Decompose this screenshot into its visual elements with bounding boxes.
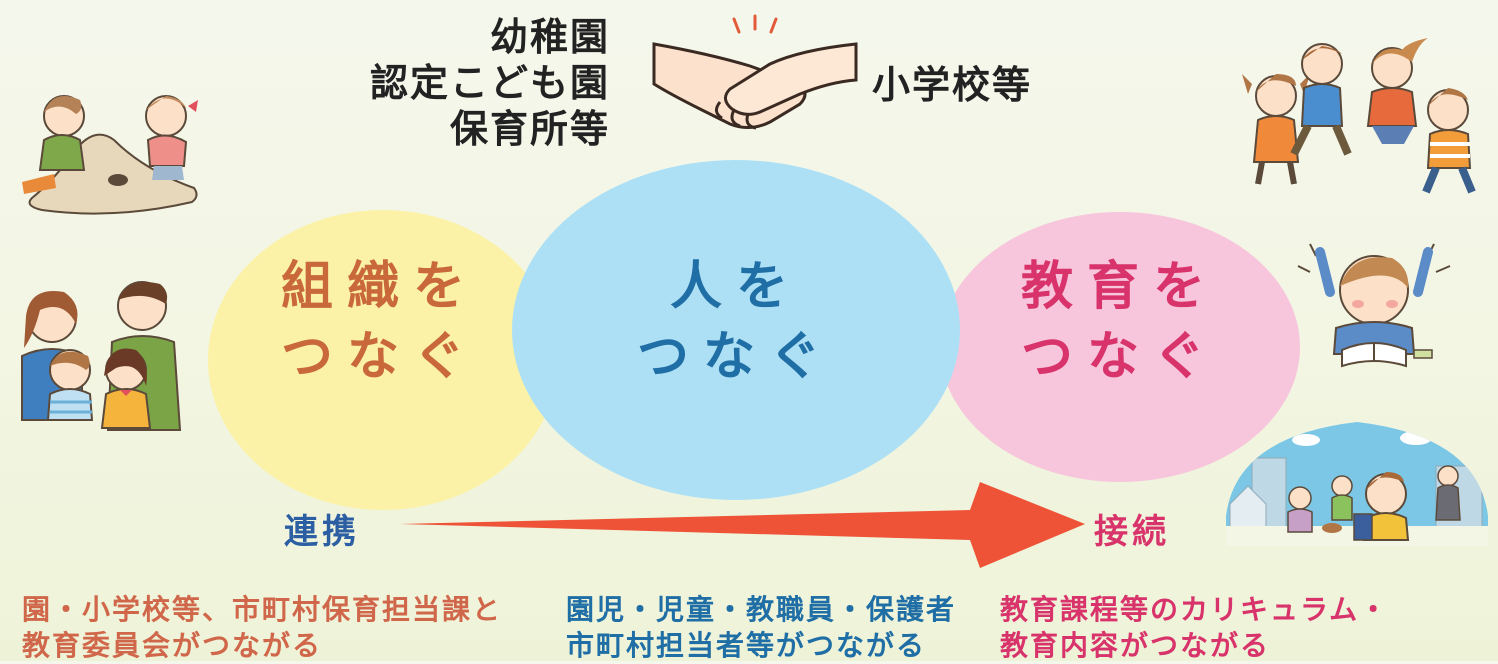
description-education: 教育課程等のカリキュラム・ 教育内容がつながる <box>1000 592 1389 664</box>
jumping-children-icon <box>1242 38 1476 194</box>
circle-people-line1: 人を <box>669 257 802 317</box>
flow-end-label: 接続 <box>1094 512 1170 552</box>
family-icon <box>21 281 182 431</box>
flow-start-label: 連携 <box>284 512 360 552</box>
description-people-line1: 園児・児童・教職員・保護者 <box>566 593 957 626</box>
description-people-line2: 市町村担当者等がつながる <box>566 629 927 662</box>
circle-education-line2: つなぐ <box>1020 327 1219 387</box>
circle-organization <box>208 210 558 510</box>
children-walking-icon <box>1226 422 1488 546</box>
circle-people <box>512 160 960 500</box>
label-elementary-school: 小学校等 <box>872 63 1033 107</box>
label-kindergarten: 幼稚園 <box>489 15 610 59</box>
left-institution-label: 幼稚園 認定こども園 保育所等 <box>330 14 610 152</box>
label-certified-center: 認定こども園 <box>369 61 610 105</box>
handshake-icon <box>652 14 858 130</box>
circle-education <box>940 212 1300 482</box>
child-reading-icon <box>1297 243 1451 368</box>
description-education-line1: 教育課程等のカリキュラム・ <box>1000 593 1390 626</box>
circle-organization-line2: つなぐ <box>280 327 479 387</box>
circle-people-label: 人を つなぐ <box>606 252 866 392</box>
circle-education-line1: 教育を <box>1020 257 1219 317</box>
description-organization-line2: 教育委員会がつながる <box>22 629 323 662</box>
flow-arrow-shape <box>400 482 1085 568</box>
circle-organization-line1: 組織を <box>280 257 479 317</box>
circle-education-label: 教育を つなぐ <box>990 252 1250 392</box>
description-education-line2: 教育内容がつながる <box>1000 629 1271 662</box>
description-organization-line1: 園・小学校等、市町村保育担当課と <box>22 593 503 626</box>
circle-people-line2: つなぐ <box>636 327 835 387</box>
children-sandbox-icon <box>22 95 198 215</box>
circle-organization-label: 組織を つなぐ <box>250 252 510 392</box>
description-people: 園児・児童・教職員・保護者 市町村担当者等がつながる <box>566 592 956 664</box>
label-nursery: 保育所等 <box>449 107 610 151</box>
description-organization: 園・小学校等、市町村保育担当課と 教育委員会がつながる <box>22 592 502 664</box>
flow-arrow <box>400 482 1085 568</box>
